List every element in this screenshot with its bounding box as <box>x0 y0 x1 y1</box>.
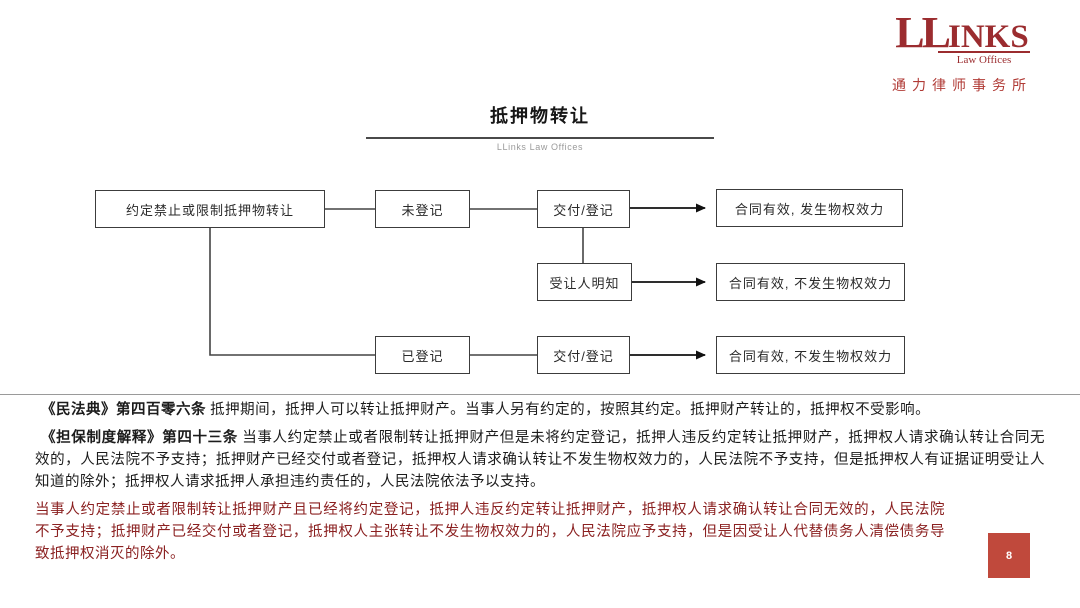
flow-box-delivery-registration-2: 交付/登记 <box>537 336 630 374</box>
content-divider <box>0 394 1080 395</box>
title-block: 抵押物转让 LLinks Law Offices <box>0 102 1080 152</box>
flow-box-unregistered: 未登记 <box>375 190 470 228</box>
legal-paragraph-highlighted: 当事人约定禁止或者限制转让抵押财产且已经将约定登记，抵押人违反约定转让抵押财产，… <box>35 499 1045 565</box>
legal-paragraph-guarantee-interpretation: 《担保制度解释》第四十三条 当事人约定禁止或者限制转让抵押财产但是未将约定登记，… <box>35 427 1045 493</box>
flow-box-valid-with-effect: 合同有效, 发生物权效力 <box>716 189 903 227</box>
logo-tagline: Law Offices <box>938 51 1030 66</box>
title-divider <box>366 137 714 139</box>
legal-body-guarantee-interpretation: 当事人约定禁止或者限制转让抵押财产但是未将约定登记，抵押人违反约定转让抵押财产，… <box>35 430 1046 490</box>
legal-citation-civil-code: 《民法典》第四百零六条 <box>41 402 206 418</box>
logo-wordmark-ll: LL <box>895 8 951 57</box>
legal-body-civil-code: 抵押期间，抵押人可以转让抵押财产。当事人另有约定的，按照其约定。抵押财产转让的，… <box>210 402 931 418</box>
page-title: 抵押物转让 <box>490 106 590 126</box>
flow-box-registered: 已登记 <box>375 336 470 374</box>
flow-box-valid-no-effect-1: 合同有效, 不发生物权效力 <box>716 263 905 301</box>
legal-paragraph-civil-code: 《民法典》第四百零六条 抵押期间，抵押人可以转让抵押财产。当事人另有约定的，按照… <box>35 399 1045 421</box>
legal-body-highlighted: 当事人约定禁止或者限制转让抵押财产且已经将约定登记，抵押人违反约定转让抵押财产，… <box>35 502 945 562</box>
legal-citation-guarantee-interpretation: 《担保制度解释》第四十三条 <box>41 430 238 446</box>
logo: LLINKS Law Offices 通力律师事务所 <box>882 11 1042 95</box>
legal-text-block: 《民法典》第四百零六条 抵押期间，抵押人可以转让抵押财产。当事人另有约定的，按照… <box>35 399 1045 565</box>
page-number-badge: 8 <box>988 533 1030 578</box>
connector-restriction-registered <box>209 228 375 356</box>
flow-box-delivery-registration-1: 交付/登记 <box>537 190 630 228</box>
logo-wordmark-inks: INKS <box>948 19 1029 55</box>
logo-chinese-name: 通力律师事务所 <box>892 79 1032 95</box>
flow-box-valid-no-effect-2: 合同有效, 不发生物权效力 <box>716 336 905 374</box>
flow-box-transferee-knows: 受让人明知 <box>537 263 632 301</box>
flow-box-restriction-agreed: 约定禁止或限制抵押物转让 <box>95 190 325 228</box>
logo-wordmark: LLINKS <box>882 11 1042 55</box>
title-subtitle: LLinks Law Offices <box>496 142 584 152</box>
